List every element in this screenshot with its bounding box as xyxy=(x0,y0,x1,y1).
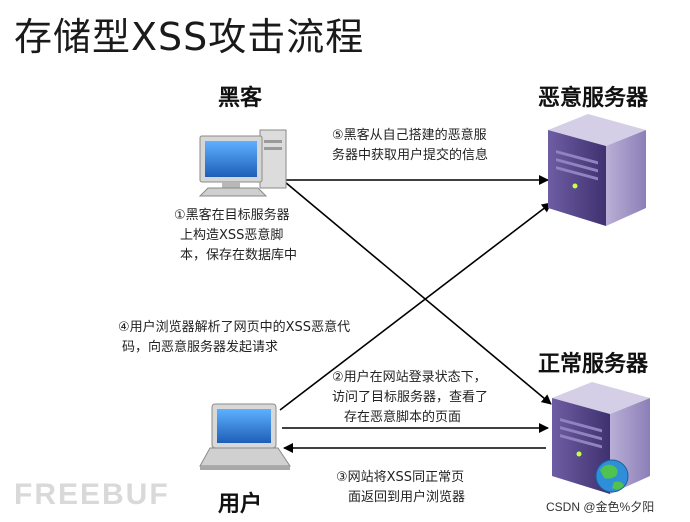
desktop-computer-icon xyxy=(198,129,287,197)
globe-icon xyxy=(595,459,629,493)
watermark: FREEBUF xyxy=(14,478,170,511)
step3-note: ③网站将XSS同正常页 面返回到用户浏览器 xyxy=(336,468,465,508)
normal-server-label: 正常服务器 xyxy=(538,352,649,377)
server-tower-icon xyxy=(548,114,646,226)
step1-line1: ①黑客在目标服务器 xyxy=(174,208,290,223)
step5-line1: ⑤黑客从自己搭建的恶意服 xyxy=(332,128,487,143)
hacker-label: 黑客 xyxy=(218,86,263,111)
step1-line3: 本，保存在数据库中 xyxy=(180,248,298,263)
user-label: 用户 xyxy=(218,492,263,517)
laptop-icon xyxy=(199,403,291,470)
step2-line3: 存在恶意脚本的页面 xyxy=(344,410,462,425)
step2-line1: ②用户在网站登录状态下， xyxy=(332,370,487,385)
step3-line1: ③网站将XSS同正常页 xyxy=(336,470,465,485)
step5-note: ⑤黑客从自己搭建的恶意服 务器中获取用户提交的信息 xyxy=(332,126,488,166)
arrow-step1-hacker-to-normal-server xyxy=(284,181,552,405)
step3-line2: 面返回到用户浏览器 xyxy=(348,490,466,505)
step1-note: ①黑客在目标服务器 上构造XSS恶意脚 本，保存在数据库中 xyxy=(174,206,297,266)
step2-line2: 访问了目标服务器，查看了 xyxy=(332,390,489,405)
step2-note: ②用户在网站登录状态下， 访问了目标服务器，查看了 存在恶意脚本的页面 xyxy=(332,368,488,428)
arrow-step4-user-to-evil-server xyxy=(279,202,552,411)
page-title: 存储型XSS攻击流程 xyxy=(14,15,365,59)
step4-line1: ④用户浏览器解析了网页中的XSS恶意代 xyxy=(118,320,351,335)
credit-text: CSDN @金色%夕阳 xyxy=(546,500,655,514)
step1-line2: 上构造XSS恶意脚 xyxy=(180,228,284,243)
step5-line2: 务器中获取用户提交的信息 xyxy=(332,148,489,163)
step4-line2: 码，向恶意服务器发起请求 xyxy=(122,340,279,355)
evil-server-label: 恶意服务器 xyxy=(538,86,649,111)
step4-note: ④用户浏览器解析了网页中的XSS恶意代 码，向恶意服务器发起请求 xyxy=(118,318,350,358)
